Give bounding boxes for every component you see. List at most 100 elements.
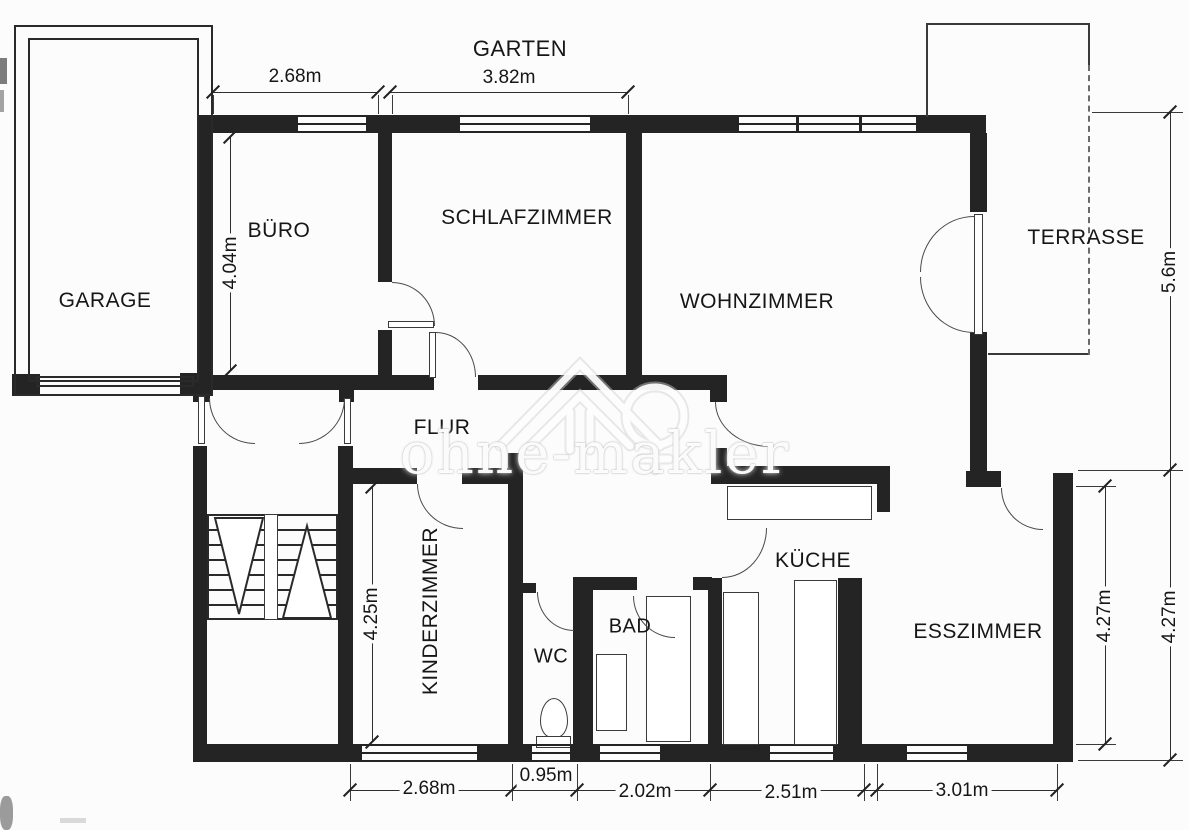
terrace-outline (926, 23, 1090, 25)
stairs-direction-arrows-icon (213, 517, 333, 619)
door-swing-arc (537, 592, 574, 631)
wall (523, 583, 536, 593)
wall (660, 744, 770, 762)
wall (570, 744, 600, 762)
window (298, 115, 366, 133)
terrace-outline (1088, 23, 1090, 67)
room-label-wc: WC (533, 645, 569, 668)
extension-line (710, 764, 711, 801)
wall (193, 744, 362, 762)
door-swing-arc (722, 528, 767, 578)
scan-artifact (60, 818, 86, 823)
dim-label-bottom-wc: 0.95m (516, 765, 576, 787)
room-label-esszimmer: ESSZIMMER (913, 620, 1043, 643)
window (460, 115, 590, 133)
dim-label-bottom-kueche: 2.51m (761, 782, 821, 804)
room-label-kueche: KÜCHE (774, 549, 852, 572)
dim-label-garten-right: 3.82m (479, 67, 539, 89)
fixture (264, 514, 278, 620)
window (739, 115, 916, 133)
wall (193, 446, 207, 762)
wall (477, 744, 532, 762)
wall-outline (28, 38, 199, 382)
fixture (727, 486, 872, 520)
door-swing-arc (209, 398, 255, 444)
dim-label-buero-height: 4.04m (220, 233, 242, 293)
extension-line (512, 764, 513, 801)
dim-label-kinderzimmer-height: 4.25m (361, 584, 383, 644)
wall (199, 115, 213, 377)
wall (838, 578, 862, 760)
dim-label-garten-left: 2.68m (265, 66, 325, 88)
extension-line (378, 95, 379, 114)
wall-outline (14, 25, 213, 396)
wall (378, 330, 392, 377)
extension-line (350, 764, 351, 801)
terrace-outline (926, 23, 928, 117)
dim-label-esszimmer-outer: 4.27m (1159, 587, 1181, 647)
window (770, 744, 833, 762)
wall (967, 744, 1073, 762)
wall (916, 115, 986, 133)
toilet-icon (540, 698, 568, 738)
terrace-outline (988, 353, 1090, 355)
terrace-dashed-edge (1088, 65, 1090, 355)
fixture (596, 654, 627, 731)
wall (209, 375, 434, 390)
dimension-line (390, 92, 628, 93)
wall (710, 375, 727, 402)
door-swing-arc (417, 484, 463, 529)
wall (966, 471, 1001, 487)
door-swing-arc (920, 216, 974, 272)
window (532, 744, 570, 762)
wall (573, 583, 593, 760)
door-swing-arc (392, 282, 435, 326)
fixture (974, 214, 983, 335)
wall (462, 468, 514, 484)
room-label-flur: FLUR (413, 416, 471, 439)
window (362, 744, 477, 762)
wall (626, 133, 642, 375)
wall (590, 115, 739, 133)
extension-line (1057, 764, 1058, 801)
fixture (198, 396, 205, 444)
wall (708, 578, 722, 760)
wall (338, 446, 353, 760)
dimension-line (213, 92, 378, 93)
area-label-terrasse: TERRASSE (1027, 226, 1145, 249)
extension-line (1076, 486, 1116, 487)
dim-label-bottom-kinderzimmer: 2.68m (399, 778, 459, 800)
wall (210, 115, 298, 133)
wall (970, 332, 987, 472)
window (907, 744, 967, 762)
wall (693, 577, 712, 590)
extension-line (1078, 760, 1183, 761)
extension-line (1076, 744, 1116, 745)
wall-outline (36, 376, 194, 387)
fixture (344, 398, 351, 444)
wall (711, 466, 890, 484)
dimension-line (350, 790, 1057, 791)
extension-line (213, 95, 214, 114)
dim-label-terrasse-side: 5.6m (1159, 247, 1181, 297)
window (600, 744, 660, 762)
fixture (723, 592, 759, 745)
door-swing-arc (1001, 488, 1043, 530)
wall (12, 374, 40, 396)
room-label-kinderzimmer: KINDERZIMMER (419, 526, 442, 696)
scan-artifact (0, 58, 7, 84)
door-swing-arc (715, 402, 770, 447)
extension-line (1078, 470, 1183, 471)
wall (970, 133, 987, 212)
area-label-garten: GARTEN (472, 36, 568, 61)
room-label-wohnzimmer: WOHNZIMMER (679, 290, 835, 313)
wall (711, 448, 727, 468)
door-swing-arc (299, 398, 345, 444)
fixture (429, 332, 436, 378)
door-swing-arc (920, 277, 974, 333)
extension-line (864, 764, 865, 801)
extension-line (1092, 112, 1183, 113)
fixture (794, 580, 837, 745)
